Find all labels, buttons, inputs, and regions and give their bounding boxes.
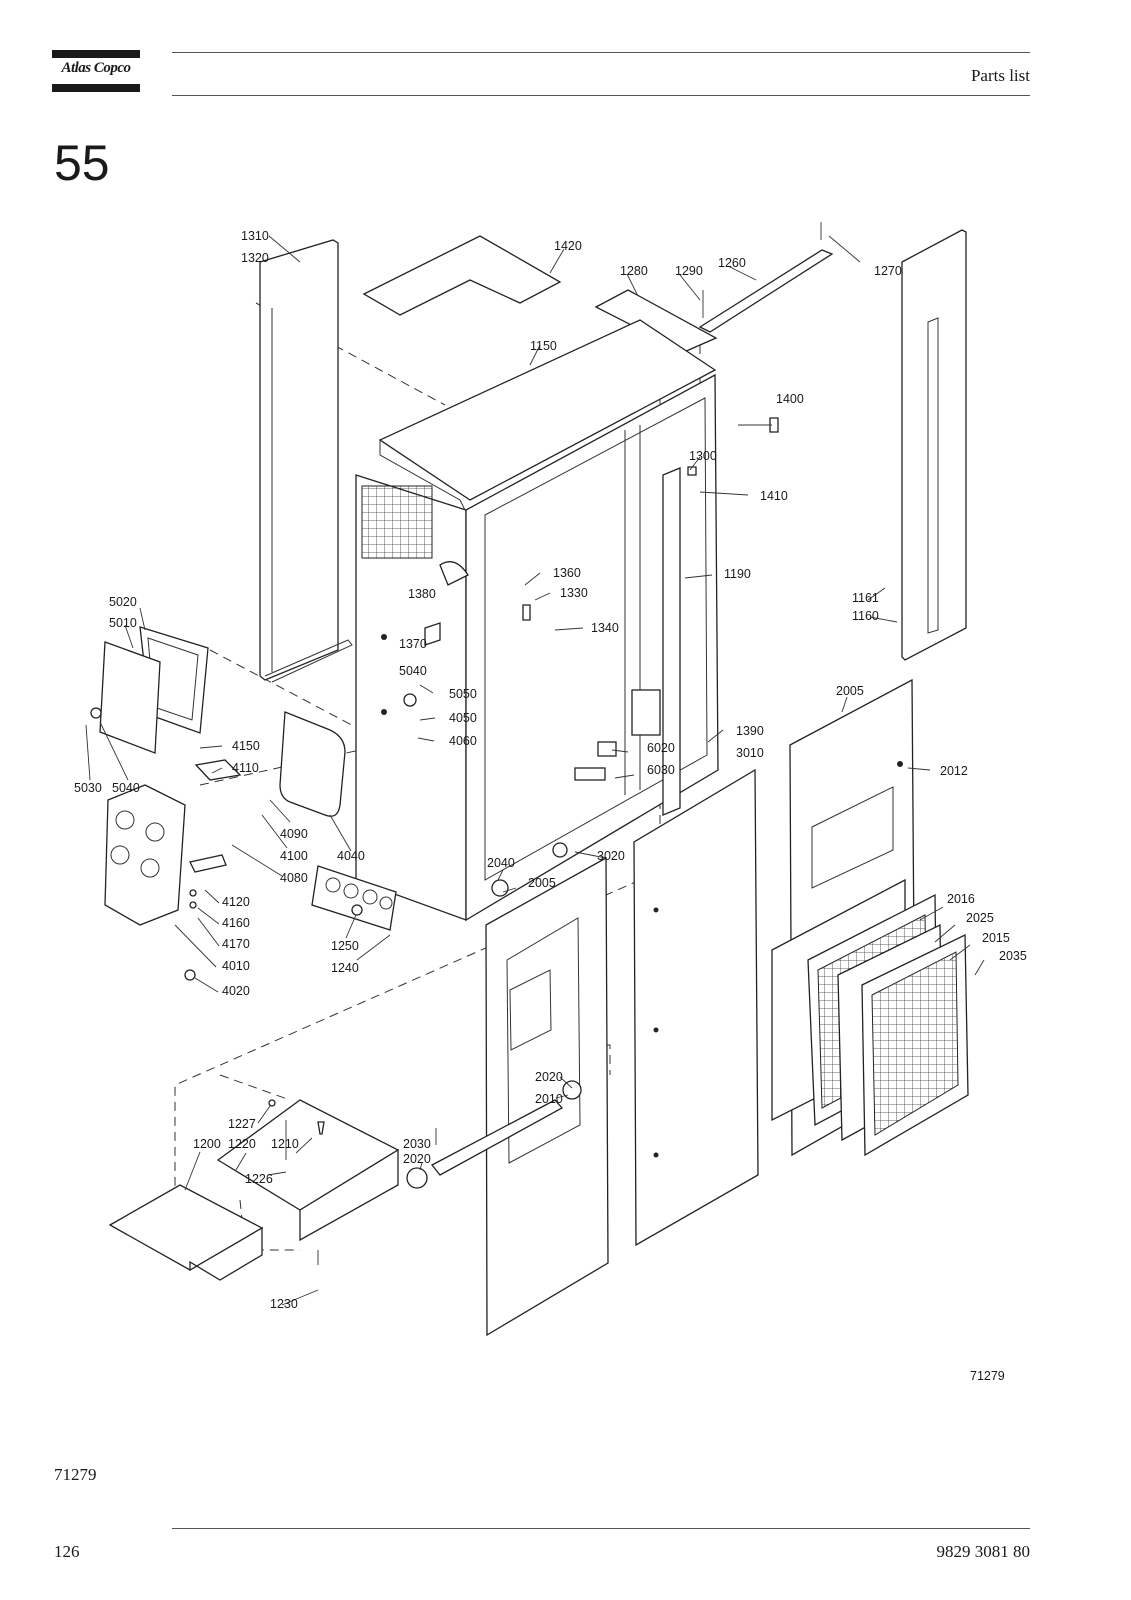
cabinet-frame-1150 — [355, 319, 719, 922]
callout-label: 1230 — [270, 1297, 298, 1311]
document-number: 9829 3081 80 — [936, 1542, 1031, 1561]
strip-1260 — [698, 249, 834, 333]
callout-label: 1380 — [408, 587, 436, 601]
side-panel-1310 — [259, 239, 353, 683]
callout-label: 1200 — [193, 1137, 221, 1151]
callout-label: 1370 — [399, 637, 427, 651]
gland-plate-1250 — [311, 865, 397, 931]
top-plate-1420 — [362, 235, 562, 316]
figure-reference: 71279 — [54, 1465, 97, 1484]
callout-label: 3020 — [597, 849, 625, 863]
bracket-1400 — [769, 417, 779, 433]
callout-label: 1226 — [245, 1172, 273, 1186]
callout-label: 5050 — [449, 687, 477, 701]
logo-bar-bottom — [52, 84, 140, 92]
callout-label: 1320 — [241, 251, 269, 265]
callout-label: 1210 — [271, 1137, 299, 1151]
header-rule-bottom — [172, 95, 1030, 96]
callout-label: 2020 — [535, 1070, 563, 1084]
gasket-4040 — [279, 711, 346, 817]
header-rule-top — [172, 52, 1030, 53]
drawing-number: 71279 — [970, 1369, 1005, 1383]
handle-shaft-2010 — [406, 1080, 582, 1189]
callout-label: 2012 — [940, 764, 968, 778]
side-panel-1160 — [901, 229, 967, 661]
callout-label: 4160 — [222, 916, 250, 930]
callout-label: 1300 — [689, 449, 717, 463]
callout-label: 1280 — [620, 264, 648, 278]
callout-label: 4170 — [222, 937, 250, 951]
callout-label: 2025 — [966, 911, 994, 925]
callout-labels: 1310 1320 1420 1280 1290 1260 1270 1150 … — [74, 229, 1027, 1383]
atlas-copco-logo: Atlas Copco — [52, 50, 140, 92]
callout-label: 2015 — [982, 931, 1010, 945]
leader-lines — [85, 235, 985, 1306]
callout-label: 1290 — [675, 264, 703, 278]
callout-label: 4040 — [337, 849, 365, 863]
callout-label: 4090 — [280, 827, 308, 841]
callout-label: 5030 — [74, 781, 102, 795]
callout-label: 1310 — [241, 229, 269, 243]
section-number: 55 — [54, 135, 110, 191]
door-3010 — [633, 768, 759, 1247]
callout-label: 4020 — [222, 984, 250, 998]
callout-label: 1410 — [760, 489, 788, 503]
callout-label: 5040 — [399, 664, 427, 678]
callout-label: 1190 — [724, 567, 751, 581]
callout-label: 1150 — [530, 339, 557, 353]
callout-label: 2005 — [528, 876, 556, 890]
callout-label: 2010 — [535, 1092, 563, 1106]
callout-label: 1240 — [331, 961, 359, 975]
cover-plate-5010 — [99, 626, 209, 754]
callout-label: 5010 — [109, 616, 137, 630]
callout-label: 1161 — [852, 591, 879, 605]
logo-bar-top — [52, 50, 140, 58]
callout-label: 1400 — [776, 392, 804, 406]
callout-label: 3010 — [736, 746, 764, 760]
rail-1190 — [662, 467, 681, 816]
base-plate-1200 — [108, 1099, 400, 1281]
callout-label: 2030 — [403, 1137, 431, 1151]
header-title: Parts list — [970, 66, 1030, 85]
logo-text: Atlas Copco — [61, 60, 131, 76]
callout-label: 4100 — [280, 849, 308, 863]
footer-rule — [172, 1528, 1030, 1529]
filter-assembly — [771, 878, 969, 1157]
page-number: 126 — [54, 1542, 80, 1561]
callout-label: 2016 — [947, 892, 975, 906]
callout-label: 1270 — [874, 264, 902, 278]
filter-housing-4010 — [104, 784, 186, 926]
callout-label: 5040 — [112, 781, 140, 795]
callout-label: 2005 — [836, 684, 864, 698]
callout-label: 2020 — [403, 1152, 431, 1166]
callout-label: 1340 — [591, 621, 619, 635]
callout-label: 2035 — [999, 949, 1027, 963]
door-2005-center — [485, 856, 609, 1337]
callout-label: 1160 — [852, 609, 879, 623]
callout-label: 6030 — [647, 763, 675, 777]
callout-label: 6020 — [647, 741, 675, 755]
small-hardware — [90, 222, 822, 1265]
callout-label: 4120 — [222, 895, 250, 909]
callout-label: 4080 — [280, 871, 308, 885]
callout-label: 1360 — [553, 566, 581, 580]
callout-label: 1330 — [560, 586, 588, 600]
callout-label: 4150 — [232, 739, 260, 753]
callout-label: 1420 — [554, 239, 582, 253]
callout-label: 4050 — [449, 711, 477, 725]
callout-label: 1250 — [331, 939, 359, 953]
callout-label: 5020 — [109, 595, 137, 609]
callout-label: 2040 — [487, 856, 515, 870]
callout-label: 4010 — [222, 959, 250, 973]
callout-label: 1390 — [736, 724, 764, 738]
callout-label: 4110 — [232, 761, 259, 775]
callout-label: 1260 — [718, 256, 746, 270]
callout-label: 1227 — [228, 1117, 256, 1131]
callout-label: 1220 — [228, 1137, 256, 1151]
callout-label: 4060 — [449, 734, 477, 748]
